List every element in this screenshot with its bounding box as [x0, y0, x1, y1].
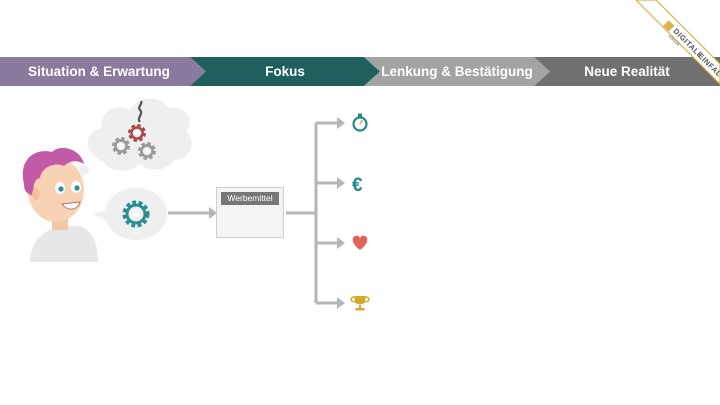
werbemittel-label: Werbemittel [221, 192, 279, 205]
hair [22, 148, 84, 196]
ear [32, 188, 40, 200]
step-lenkung[interactable]: Lenkung & Bestätigung [364, 57, 550, 86]
cloud-shape [87, 98, 192, 171]
arrow-head [209, 207, 217, 219]
speech-bubble [92, 188, 167, 240]
smoke-icon [137, 100, 143, 123]
bubble-tail [92, 210, 110, 222]
gear-teal-icon [122, 200, 150, 228]
mouth [61, 201, 81, 210]
heart-icon [352, 235, 368, 250]
cloud-dot [79, 165, 89, 175]
trophy-icon [350, 296, 370, 311]
step-fokus[interactable]: Fokus [190, 57, 380, 86]
branch-connectors [286, 117, 345, 309]
shirt [30, 226, 98, 262]
person-avatar [22, 148, 98, 262]
euro-icon: € [352, 175, 363, 196]
stopwatch-icon [352, 113, 368, 132]
step-situation[interactable]: Situation & Erwartung [0, 57, 206, 86]
werbemittel-box: Werbemittel [216, 187, 284, 238]
thought-cloud [70, 98, 192, 182]
